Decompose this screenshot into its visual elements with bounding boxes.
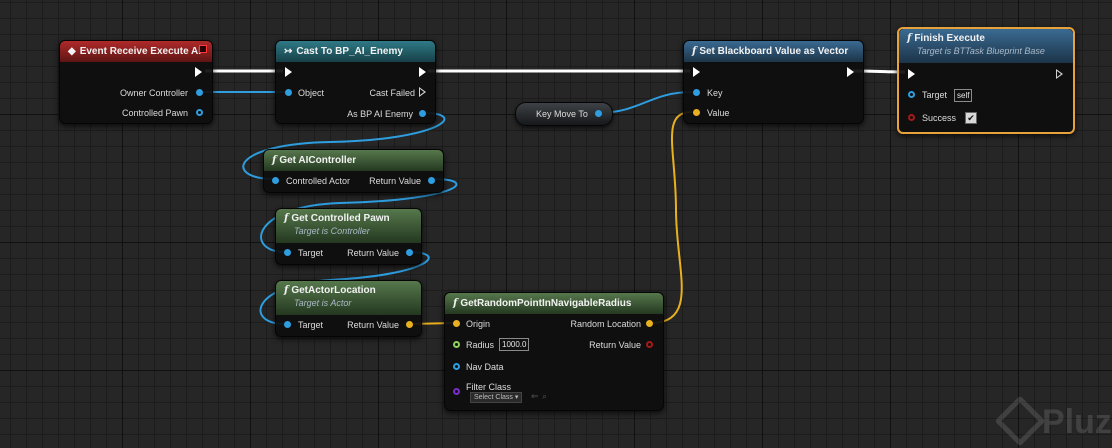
target-pin[interactable] [908, 91, 915, 98]
key-move-to-variable-node[interactable]: Key Move To [515, 102, 613, 126]
exec-out-pin[interactable] [195, 67, 202, 77]
get-actor-location-subtitle: Target is Actor [294, 298, 352, 308]
filter-class-pin[interactable] [453, 388, 460, 395]
return-value-pin[interactable] [406, 321, 413, 328]
function-icon: f [907, 33, 912, 44]
target-pin[interactable] [284, 321, 291, 328]
target-self-box[interactable]: self [954, 89, 973, 102]
success-label: Success [922, 113, 957, 123]
get-ai-controller-title: Get AIController [279, 155, 357, 166]
cast-failed-label: Cast Failed [369, 88, 415, 98]
function-icon: f [284, 285, 289, 296]
get-actor-location-title: GetActorLocation [291, 285, 376, 296]
return-value-label: Return Value [347, 320, 399, 330]
watermark-text: Pluz [1042, 403, 1112, 441]
browse-search-icon[interactable]: ⌕ [542, 391, 548, 401]
diamond-icon: ◆ [68, 46, 76, 57]
event-node-header: ◆Event Receive Execute AI [60, 41, 212, 62]
finish-execute-subtitle: Target is BTTask Blueprint Base [917, 46, 1045, 56]
return-value-label: Return Value [347, 248, 399, 258]
value-label: Value [707, 108, 730, 118]
random-location-pin[interactable] [646, 320, 653, 327]
cast-node-title: Cast To BP_AI_Enemy [296, 46, 403, 57]
get-controlled-pawn-title: Get Controlled Pawn [291, 213, 390, 224]
return-value-label: Return Value [369, 176, 421, 186]
owner-controller-pin[interactable] [196, 89, 203, 96]
get-controlled-pawn-subtitle: Target is Controller [294, 226, 370, 236]
cast-node-header: ↣Cast To BP_AI_Enemy [276, 41, 435, 62]
function-icon: f [284, 213, 289, 224]
radius-pin[interactable] [453, 341, 460, 348]
radius-label: Radius [466, 340, 495, 350]
target-label: Target [298, 248, 324, 258]
use-selected-arrow-icon[interactable]: ⇐ [531, 391, 539, 401]
exec-in-pin[interactable] [693, 67, 700, 77]
key-pin[interactable] [693, 89, 700, 96]
controlled-actor-pin[interactable] [272, 177, 279, 184]
nav-data-pin[interactable] [453, 363, 460, 370]
event-receive-execute-ai-node[interactable]: ◆Event Receive Execute AI Owner Controll… [59, 40, 213, 124]
target-pin[interactable] [284, 249, 291, 256]
random-location-label: Random Location [570, 319, 641, 329]
exec-in-pin[interactable] [285, 67, 292, 77]
select-class-dropdown[interactable]: Select Class ▾ [470, 392, 523, 403]
controlled-actor-label: Controlled Actor [286, 176, 351, 186]
target-label: Target [922, 90, 948, 100]
as-bp-ai-enemy-pin[interactable] [419, 110, 426, 117]
success-checkbox[interactable]: ✔ [965, 112, 977, 124]
nav-data-label: Nav Data [466, 362, 504, 372]
origin-pin[interactable] [453, 320, 460, 327]
finish-execute-title: Finish Execute [914, 33, 985, 44]
exec-in-pin[interactable] [908, 69, 915, 79]
return-value-pin[interactable] [646, 341, 653, 348]
radius-value-box[interactable]: 1000.0 [499, 338, 530, 351]
event-node-title: Event Receive Execute AI [79, 46, 202, 57]
key-label: Key [707, 88, 723, 98]
exec-out-pin[interactable] [419, 67, 426, 77]
controlled-pawn-label: Controlled Pawn [121, 108, 188, 118]
exec-out-pin[interactable] [1056, 69, 1063, 79]
cast-arrow-icon: ↣ [284, 46, 293, 57]
cast-failed-pin[interactable] [419, 87, 426, 97]
value-pin[interactable] [693, 109, 700, 116]
cast-to-bp-ai-enemy-node[interactable]: ↣Cast To BP_AI_Enemy Object Cast Failed … [275, 40, 436, 124]
success-pin[interactable] [908, 114, 915, 121]
object-pin[interactable] [285, 89, 292, 96]
watermark: Pluz [942, 395, 1112, 448]
target-label: Target [298, 320, 324, 330]
filter-class-label: Filter Class [466, 382, 512, 392]
exec-out-pin[interactable] [847, 67, 854, 77]
function-icon: f [453, 298, 458, 309]
key-move-to-label: Key Move To [536, 109, 588, 119]
function-icon: f [272, 155, 277, 166]
function-icon: f [692, 46, 697, 57]
watermark-logo-icon [994, 395, 1046, 447]
get-random-point-title: GetRandomPointInNavigableRadius [460, 298, 632, 309]
return-value-label: Return Value [589, 340, 641, 350]
origin-label: Origin [466, 319, 491, 329]
as-bp-ai-enemy-label: As BP AI Enemy [347, 109, 413, 119]
owner-controller-label: Owner Controller [119, 88, 188, 98]
set-blackboard-title: Set Blackboard Value as Vector [699, 46, 849, 57]
object-label: Object [298, 88, 325, 98]
controlled-pawn-pin[interactable] [196, 109, 203, 116]
delegate-pin-icon[interactable] [199, 45, 207, 53]
return-value-pin[interactable] [406, 249, 413, 256]
key-move-to-pin[interactable] [595, 110, 602, 117]
return-value-pin[interactable] [428, 177, 435, 184]
